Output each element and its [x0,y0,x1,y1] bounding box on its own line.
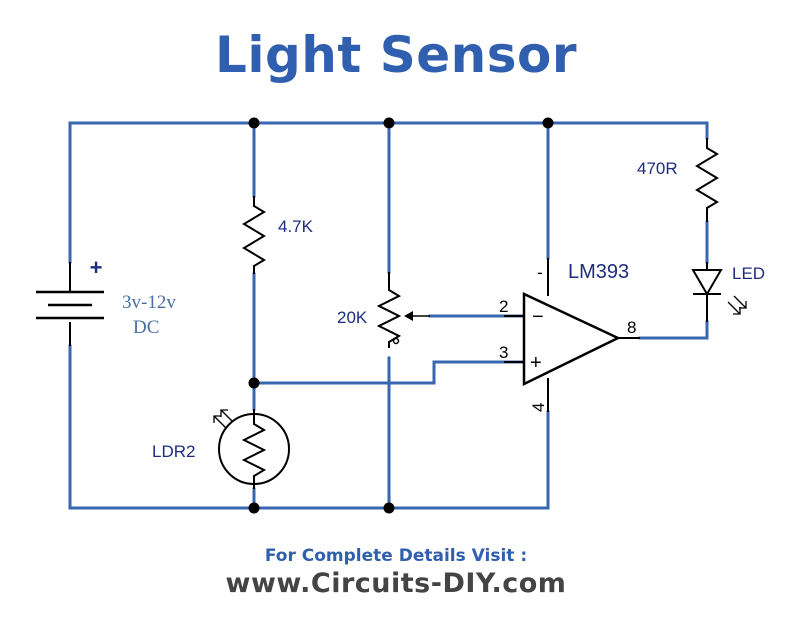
ldr-sensor: LDR2 [152,409,290,489]
opamp-plus-sign: + [530,352,542,374]
pot-wiper-arrow-icon [404,311,413,321]
resistor-4-7k-label: 4.7K [278,217,314,236]
junction-dot [383,117,395,129]
lm393-comparator: − + - 2 3 8 4 LM393 [499,258,640,412]
junction-dot [248,117,260,129]
opamp-triangle [522,292,621,387]
pot-label: 20K [337,308,368,327]
led-label: LED [732,264,765,283]
pin-4-label: 4 [529,403,548,412]
resistor-zigzag [242,196,266,274]
wires [68,121,709,510]
potentiometer-20k: 20K [337,272,430,348]
footer-visit-text: For Complete Details Visit : [264,546,528,566]
led-emission-arrows-icon [727,295,747,315]
junctions [248,117,554,514]
opamp-vcc-minus: - [537,263,543,282]
ldr-zigzag [241,409,267,489]
divider-to-pin3-wire [252,360,526,385]
resistor-4-7k: 4.7K [242,196,314,274]
footer-website-link[interactable]: www.Circuits-DIY.com [225,568,567,599]
resistor-470r: 470R [637,138,719,222]
pot-zigzag [376,272,402,348]
light-arrows-icon [213,409,234,429]
diagram-title: Light Sensor [215,26,577,84]
junction-dot [248,377,260,389]
pin-8-label: 8 [627,318,636,337]
resistor-zigzag [695,138,719,222]
opamp-minus-sign: − [532,306,544,328]
battery-plus-sign: + [90,255,103,280]
resistor-470r-label: 470R [637,159,678,178]
battery-voltage-label: 3v-12v [122,292,176,313]
opamp-label: LM393 [568,261,629,283]
junction-dot [383,502,395,514]
junction-dot [542,117,554,129]
battery-type-label: DC [133,317,159,338]
junction-dot [248,502,260,514]
pot-dot [392,337,400,345]
battery: + 3v-12v DC [36,255,176,346]
ldr-label: LDR2 [152,442,195,461]
pin-3-label: 3 [499,343,508,362]
led-diode-icon [691,269,723,296]
led: LED [691,262,765,322]
output-to-led-wire [638,320,709,340]
pin-2-label: 2 [499,297,508,316]
